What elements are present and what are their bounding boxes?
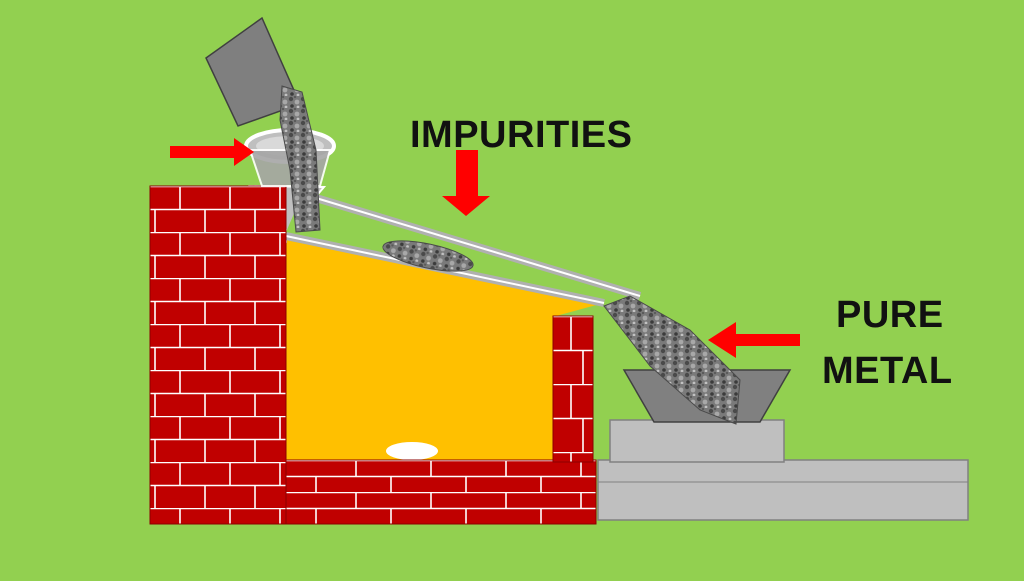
mould-stand <box>609 419 785 463</box>
pure-label: PURE <box>836 294 944 336</box>
bottom-brick-floor <box>285 459 597 525</box>
sloped-channel <box>286 196 636 305</box>
ore-stream <box>279 85 321 233</box>
impurity-lump <box>382 240 474 272</box>
left-brick-wall <box>149 185 287 525</box>
base-platform <box>597 459 969 521</box>
metal-label: METAL <box>822 350 953 392</box>
pure-metal-stream <box>603 295 741 425</box>
right-brick-wall <box>552 315 594 463</box>
red-arrow-icon <box>708 322 800 358</box>
molten-metal-pool <box>286 240 600 461</box>
red-arrow-icon <box>442 150 490 216</box>
red-arrow-icon <box>170 138 254 166</box>
tap-hole <box>386 442 438 460</box>
impurities-label: IMPURITIES <box>410 114 633 156</box>
